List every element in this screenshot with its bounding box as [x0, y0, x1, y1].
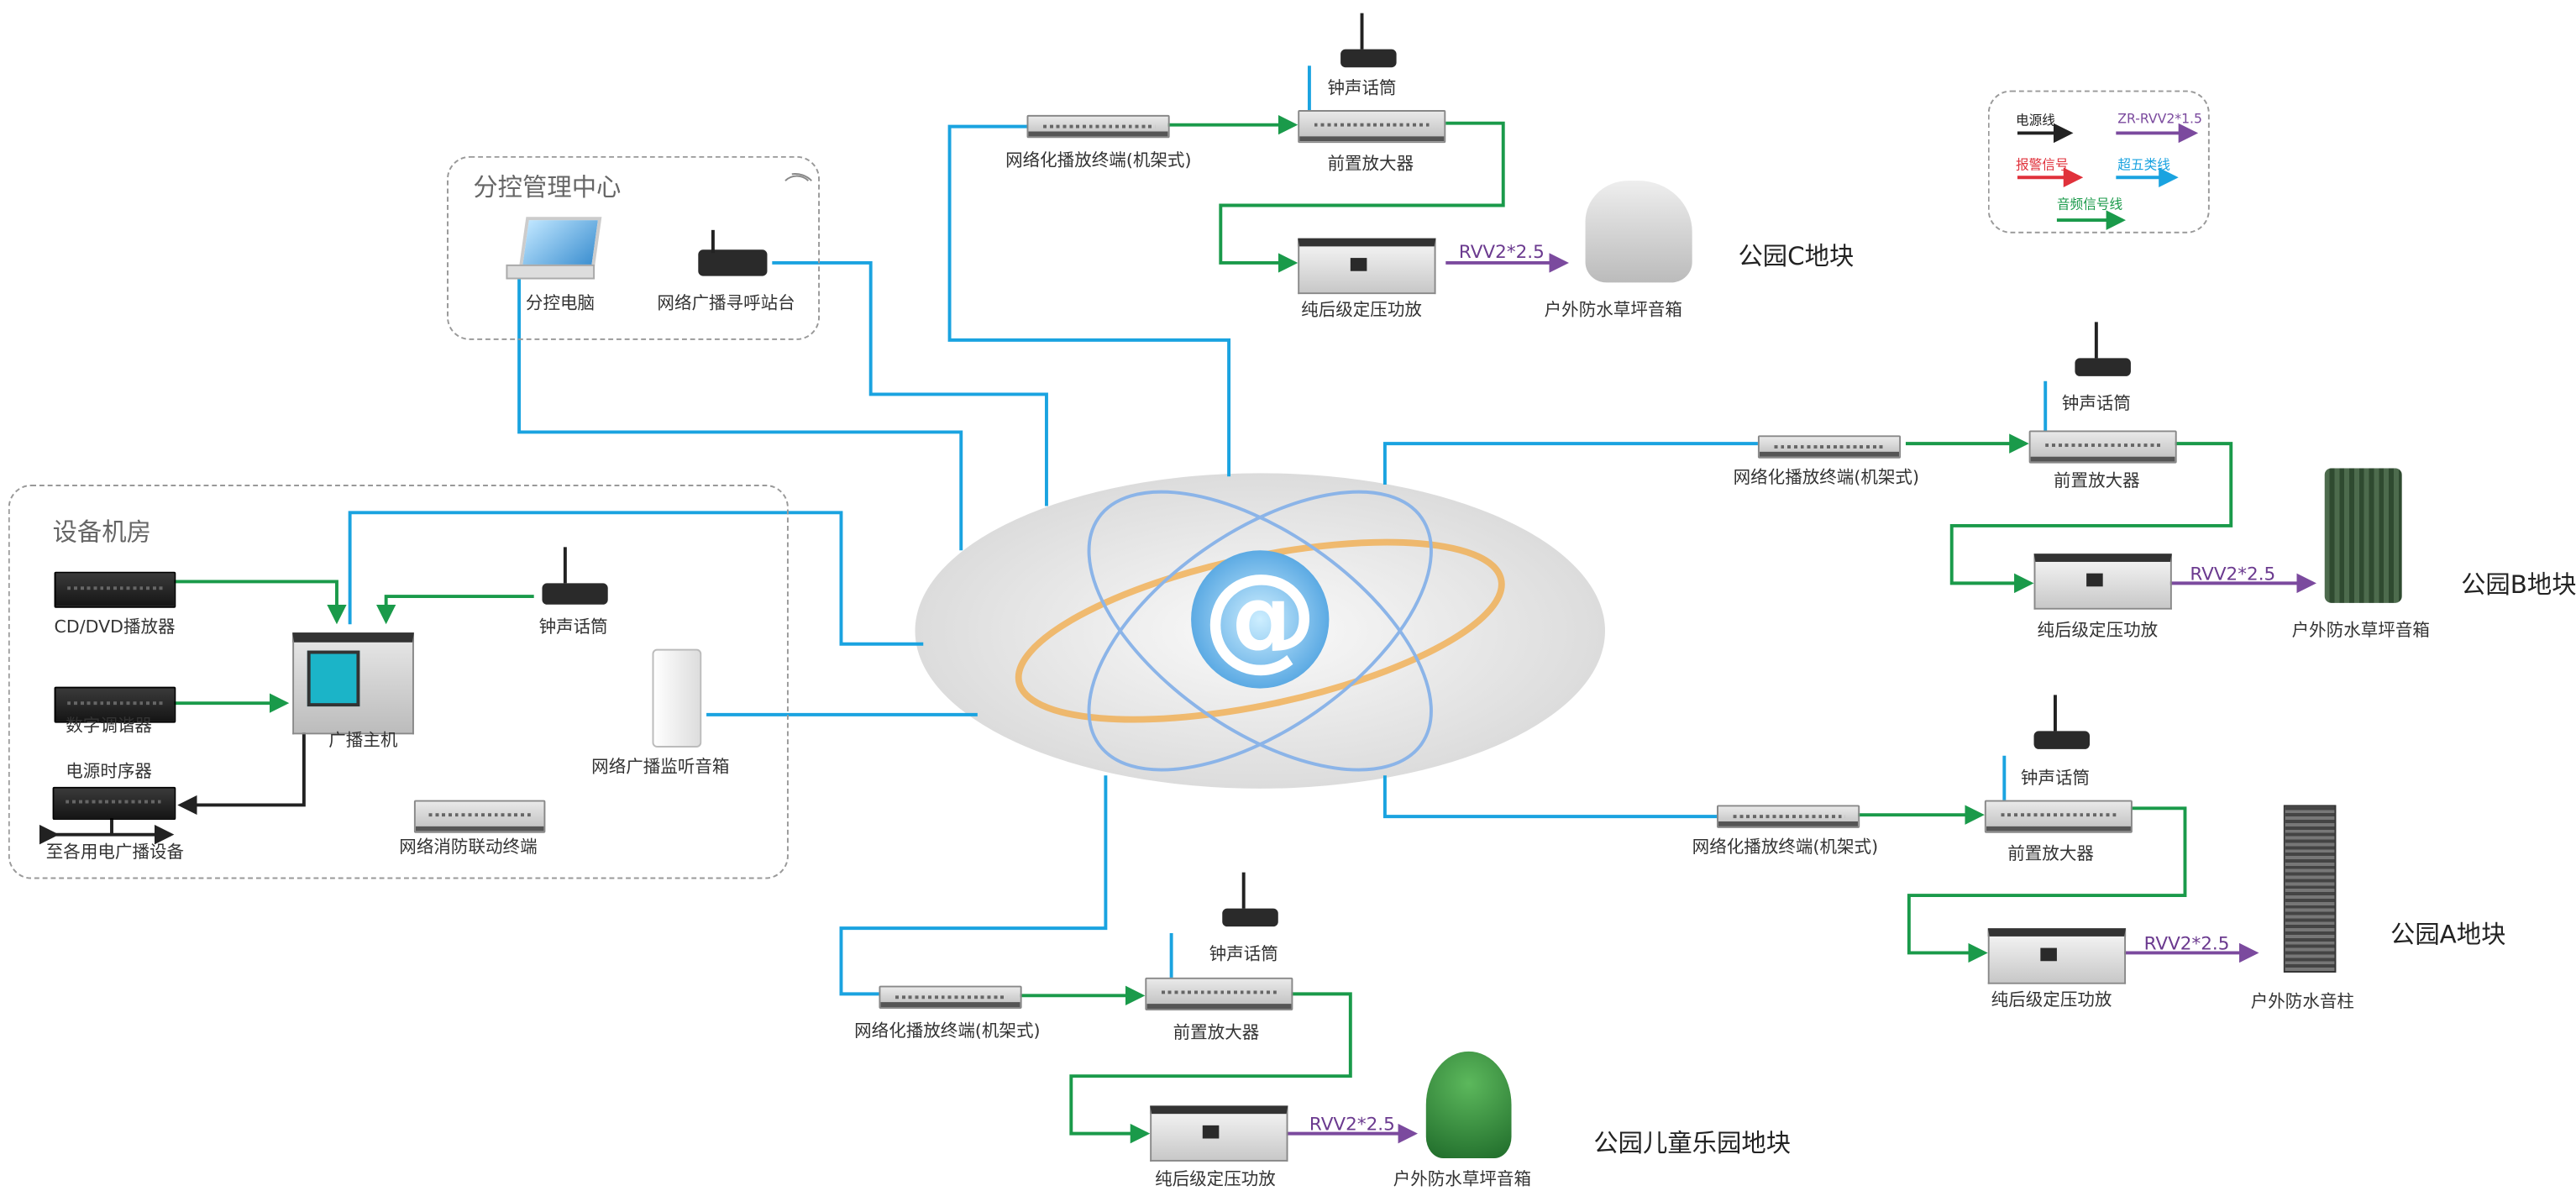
rvv-lines: [1284, 253, 2316, 1144]
cable-label: RVV2*2.5: [2190, 563, 2276, 585]
legend-arrows: [2017, 123, 2199, 230]
paging-station-icon: [698, 249, 768, 276]
legend-zr: ZR-RVV2*1.5: [2117, 112, 2202, 127]
amp-label: 纯后级定压功放: [2037, 621, 2159, 641]
cable-label: RVV2*2.5: [1458, 241, 1545, 263]
network-play-terminal: [1757, 435, 1902, 459]
zone-title: 公园A地块: [2390, 920, 2506, 950]
preamplifier: [1298, 110, 1446, 144]
preamp-label: 前置放大器: [1173, 1023, 1260, 1044]
cat5-lines: [348, 66, 2048, 996]
power-sequencer: [52, 786, 176, 821]
amp-label: 纯后级定压功放: [1991, 990, 2112, 1010]
cable-label: RVV2*2.5: [2143, 933, 2230, 955]
fire-linkage-terminal: [413, 800, 546, 833]
fire-linkage-label: 网络消防联动终端: [399, 837, 538, 858]
paging-label: 网络广播寻呼站台: [657, 294, 795, 314]
digital-tuner: [54, 686, 176, 723]
legend-cat5: 超五类线: [2117, 157, 2170, 173]
pc-label: 分控电脑: [525, 294, 595, 314]
control-center-title: 分控管理中心: [473, 172, 622, 202]
preamp-label: 前置放大器: [2054, 471, 2140, 491]
chime-mic-stem: [1360, 13, 1364, 50]
host-label: 广播主机: [328, 731, 398, 751]
power-amplifier: [1150, 1105, 1288, 1162]
cd-dvd-player: [54, 571, 176, 608]
cable-label: RVV2*2.5: [1309, 1114, 1395, 1136]
zone-title: 公园B地块: [2461, 569, 2576, 600]
paging-mic-stem: [711, 229, 715, 254]
preamplifier: [1145, 977, 1293, 1010]
control-center-group: [447, 155, 821, 340]
zone-title: 公园儿童乐园地块: [1593, 1128, 1792, 1158]
laptop-icon: [518, 217, 602, 270]
zone-title: 公园C地块: [1738, 241, 1855, 271]
chime-mic-stem: [2054, 695, 2057, 732]
monitor-speaker-icon: [652, 648, 702, 748]
mic-label: 钟声话筒: [1209, 944, 1278, 965]
speaker-label: 户外防水草坪音箱: [1393, 1169, 1531, 1190]
legend-alarm: 报警信号: [2016, 157, 2069, 173]
outdoor-speaker-icon: [2283, 805, 2337, 973]
terminal-label: 网络化播放终端(机架式): [1733, 468, 1920, 488]
preamp-label: 前置放大器: [1327, 154, 1414, 175]
chime-mic-icon: [1222, 908, 1278, 927]
legend: [1987, 90, 2210, 233]
outdoor-speaker-icon: [1585, 181, 1692, 283]
equipment-room-group: [8, 485, 789, 879]
chime-mic-icon: [2075, 358, 2131, 376]
monitor-speaker-label: 网络广播监听音箱: [591, 757, 730, 778]
broadcast-host: [292, 632, 414, 735]
speaker-label: 户外防水草坪音箱: [2291, 621, 2430, 641]
chime-mic-stem: [563, 547, 567, 584]
equipment-room-title: 设备机房: [52, 517, 151, 548]
terminal-label: 网络化播放终端(机架式): [854, 1021, 1041, 1042]
chime-mic-icon: [542, 583, 608, 605]
terminal-label: 网络化播放终端(机架式): [1005, 150, 1192, 171]
laptop-base: [506, 264, 595, 280]
network-play-terminal: [879, 985, 1022, 1009]
power-amplifier: [1298, 238, 1436, 295]
speaker-label: 户外防水音柱: [2250, 992, 2354, 1012]
legend-power: 电源线: [2016, 113, 2055, 129]
power-amplifier: [1987, 928, 2127, 984]
amp-label: 纯后级定压功放: [1155, 1169, 1276, 1190]
chime-mic-stem: [2094, 322, 2098, 359]
amp-label: 纯后级定压功放: [1301, 300, 1422, 321]
chime-mic-icon: [2033, 731, 2091, 749]
preamplifier: [2028, 430, 2177, 464]
mic-label: 钟声话筒: [2061, 394, 2131, 414]
outdoor-speaker-icon: [2324, 468, 2402, 603]
cd-dvd-label: CD/DVD播放器: [54, 617, 176, 637]
legend-audio: 音频信号线: [2056, 197, 2123, 212]
audio-lines: [172, 114, 2233, 1144]
tuner-label: 数字调谐器: [66, 716, 152, 737]
to-devices-label: 至各用电广播设备: [45, 842, 185, 863]
host-screen: [307, 650, 360, 707]
mic-label: 钟声话筒: [2020, 769, 2091, 789]
internet-at-icon: @: [1191, 550, 1330, 689]
preamp-label: 前置放大器: [2007, 844, 2094, 864]
chime-mic-label: 钟声话筒: [538, 617, 608, 637]
terminal-label: 网络化播放终端(机架式): [1692, 837, 1879, 858]
speaker-label: 户外防水草坪音箱: [1544, 300, 1682, 321]
chime-mic-stem: [1241, 872, 1246, 909]
preamplifier: [1984, 800, 2133, 833]
power-amplifier: [2033, 554, 2172, 610]
outdoor-speaker-icon: [1425, 1051, 1512, 1158]
network-play-terminal: [1026, 114, 1170, 139]
chime-mic-icon: [1340, 49, 1397, 68]
mic-label: 钟声话筒: [1327, 78, 1397, 99]
network-play-terminal: [1717, 805, 1860, 828]
sequencer-label: 电源时序器: [66, 762, 152, 783]
